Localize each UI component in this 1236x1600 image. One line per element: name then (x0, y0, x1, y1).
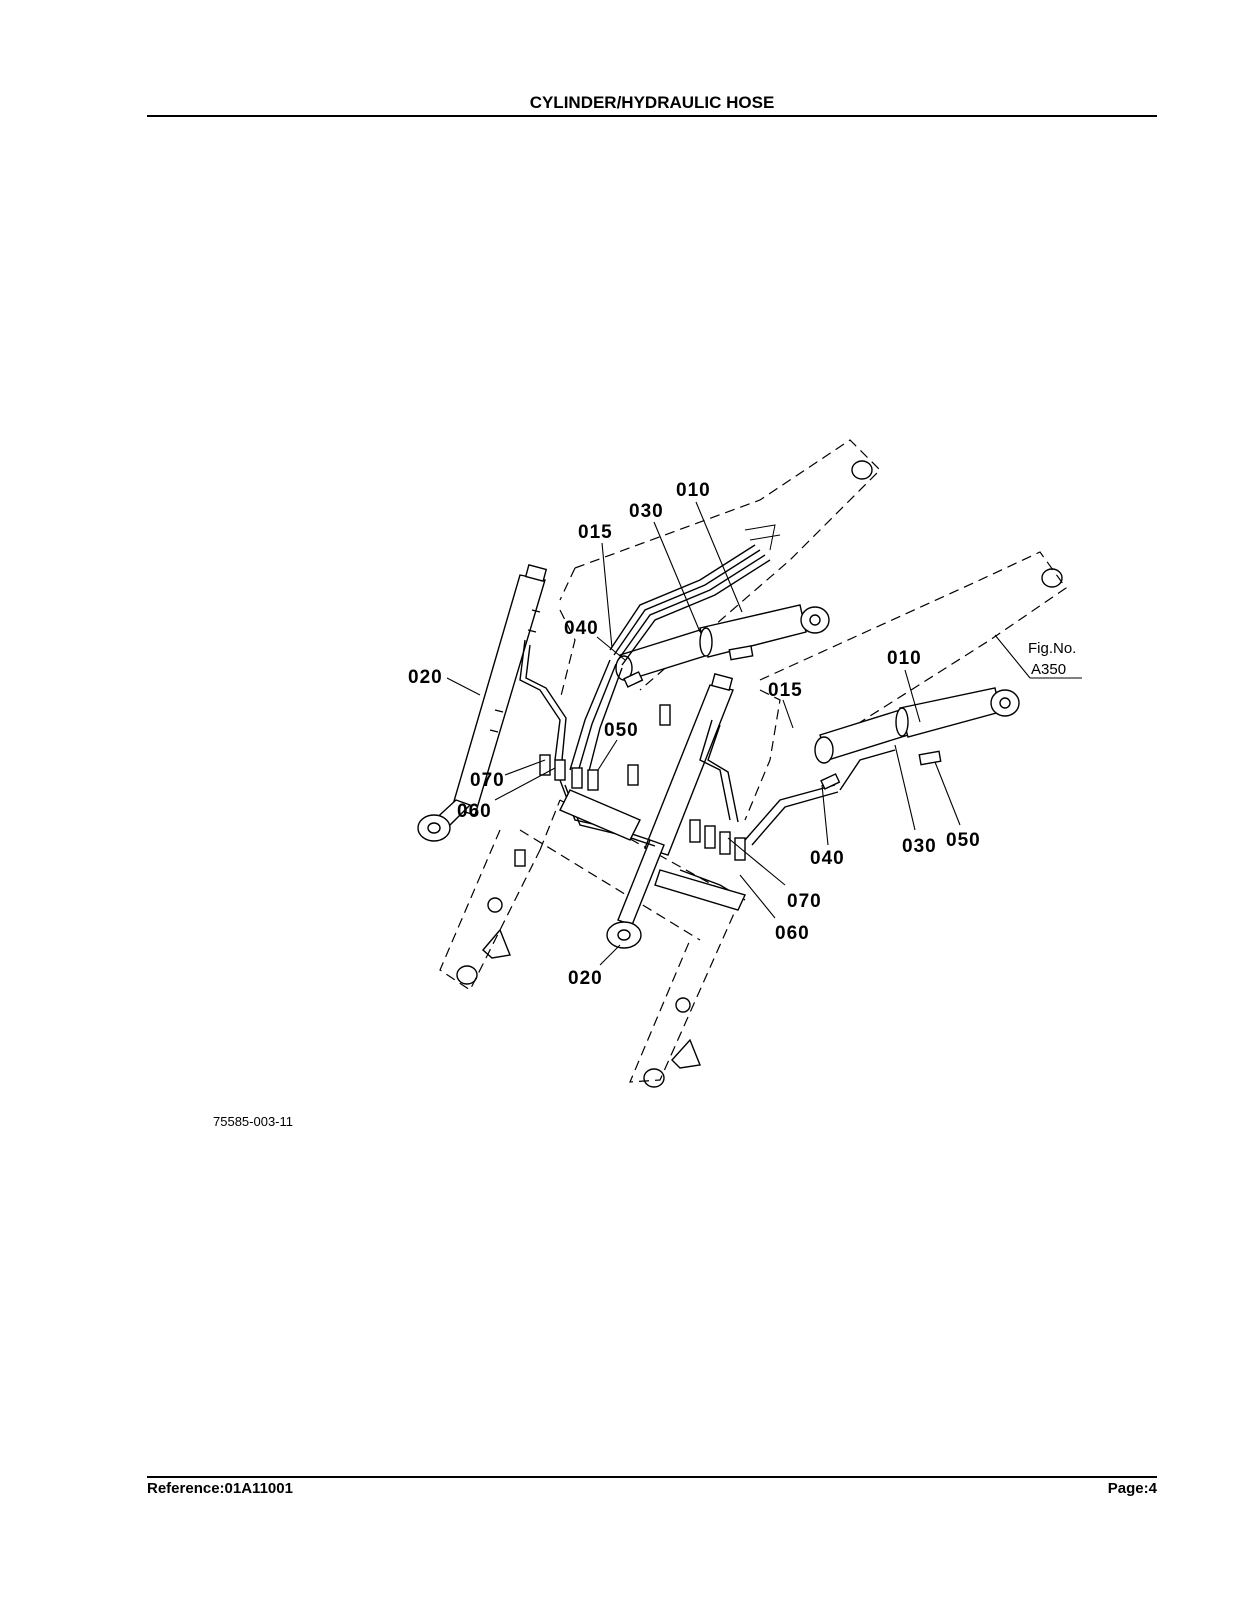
callout-070-left: 070 (470, 770, 505, 791)
footer-reference: Reference:01A11001 (147, 1480, 293, 1497)
page-title: CYLINDER/HYDRAULIC HOSE (529, 93, 775, 112)
callout-060-left: 060 (457, 801, 492, 822)
cylinder-boom-left (615, 604, 830, 681)
cylinder-center-vertical (606, 673, 734, 949)
drawing-number: 75585-003-11 (213, 1114, 293, 1129)
callout-010-right: 010 (887, 648, 922, 669)
callout-015-right: 015 (768, 680, 803, 701)
header-rule (147, 115, 1157, 117)
fig-no-label: Fig.No. (1028, 640, 1076, 657)
callout-020-right: 020 (568, 968, 603, 989)
callout-030-right: 030 (902, 836, 937, 857)
callout-020-left: 020 (408, 667, 443, 688)
callout-leaders (446, 501, 1082, 966)
cylinder-boom-right (814, 687, 1020, 764)
callout-015-left: 015 (578, 522, 613, 543)
hydraulic-hoses (514, 524, 942, 911)
footer-rule (147, 1476, 1157, 1478)
callout-030-left: 030 (629, 501, 664, 522)
callout-060-right: 060 (775, 923, 810, 944)
callout-010-left: 010 (676, 480, 711, 501)
callout-labels: 010 030 015 040 020 070 060 050 010 015 … (408, 480, 981, 989)
pivot-eyes (456, 460, 1063, 1088)
callout-050-left: 050 (604, 720, 639, 741)
loader-boom-frame (439, 439, 1067, 1083)
footer-page-number: Page:4 (1107, 1480, 1157, 1497)
fig-no-value: A350 (1031, 661, 1066, 678)
callout-070-right: 070 (787, 891, 822, 912)
callout-040-left: 040 (564, 618, 599, 639)
cylinder-left-vertical (417, 564, 548, 842)
callout-040-right: 040 (810, 848, 845, 869)
callout-050-right: 050 (946, 830, 981, 851)
